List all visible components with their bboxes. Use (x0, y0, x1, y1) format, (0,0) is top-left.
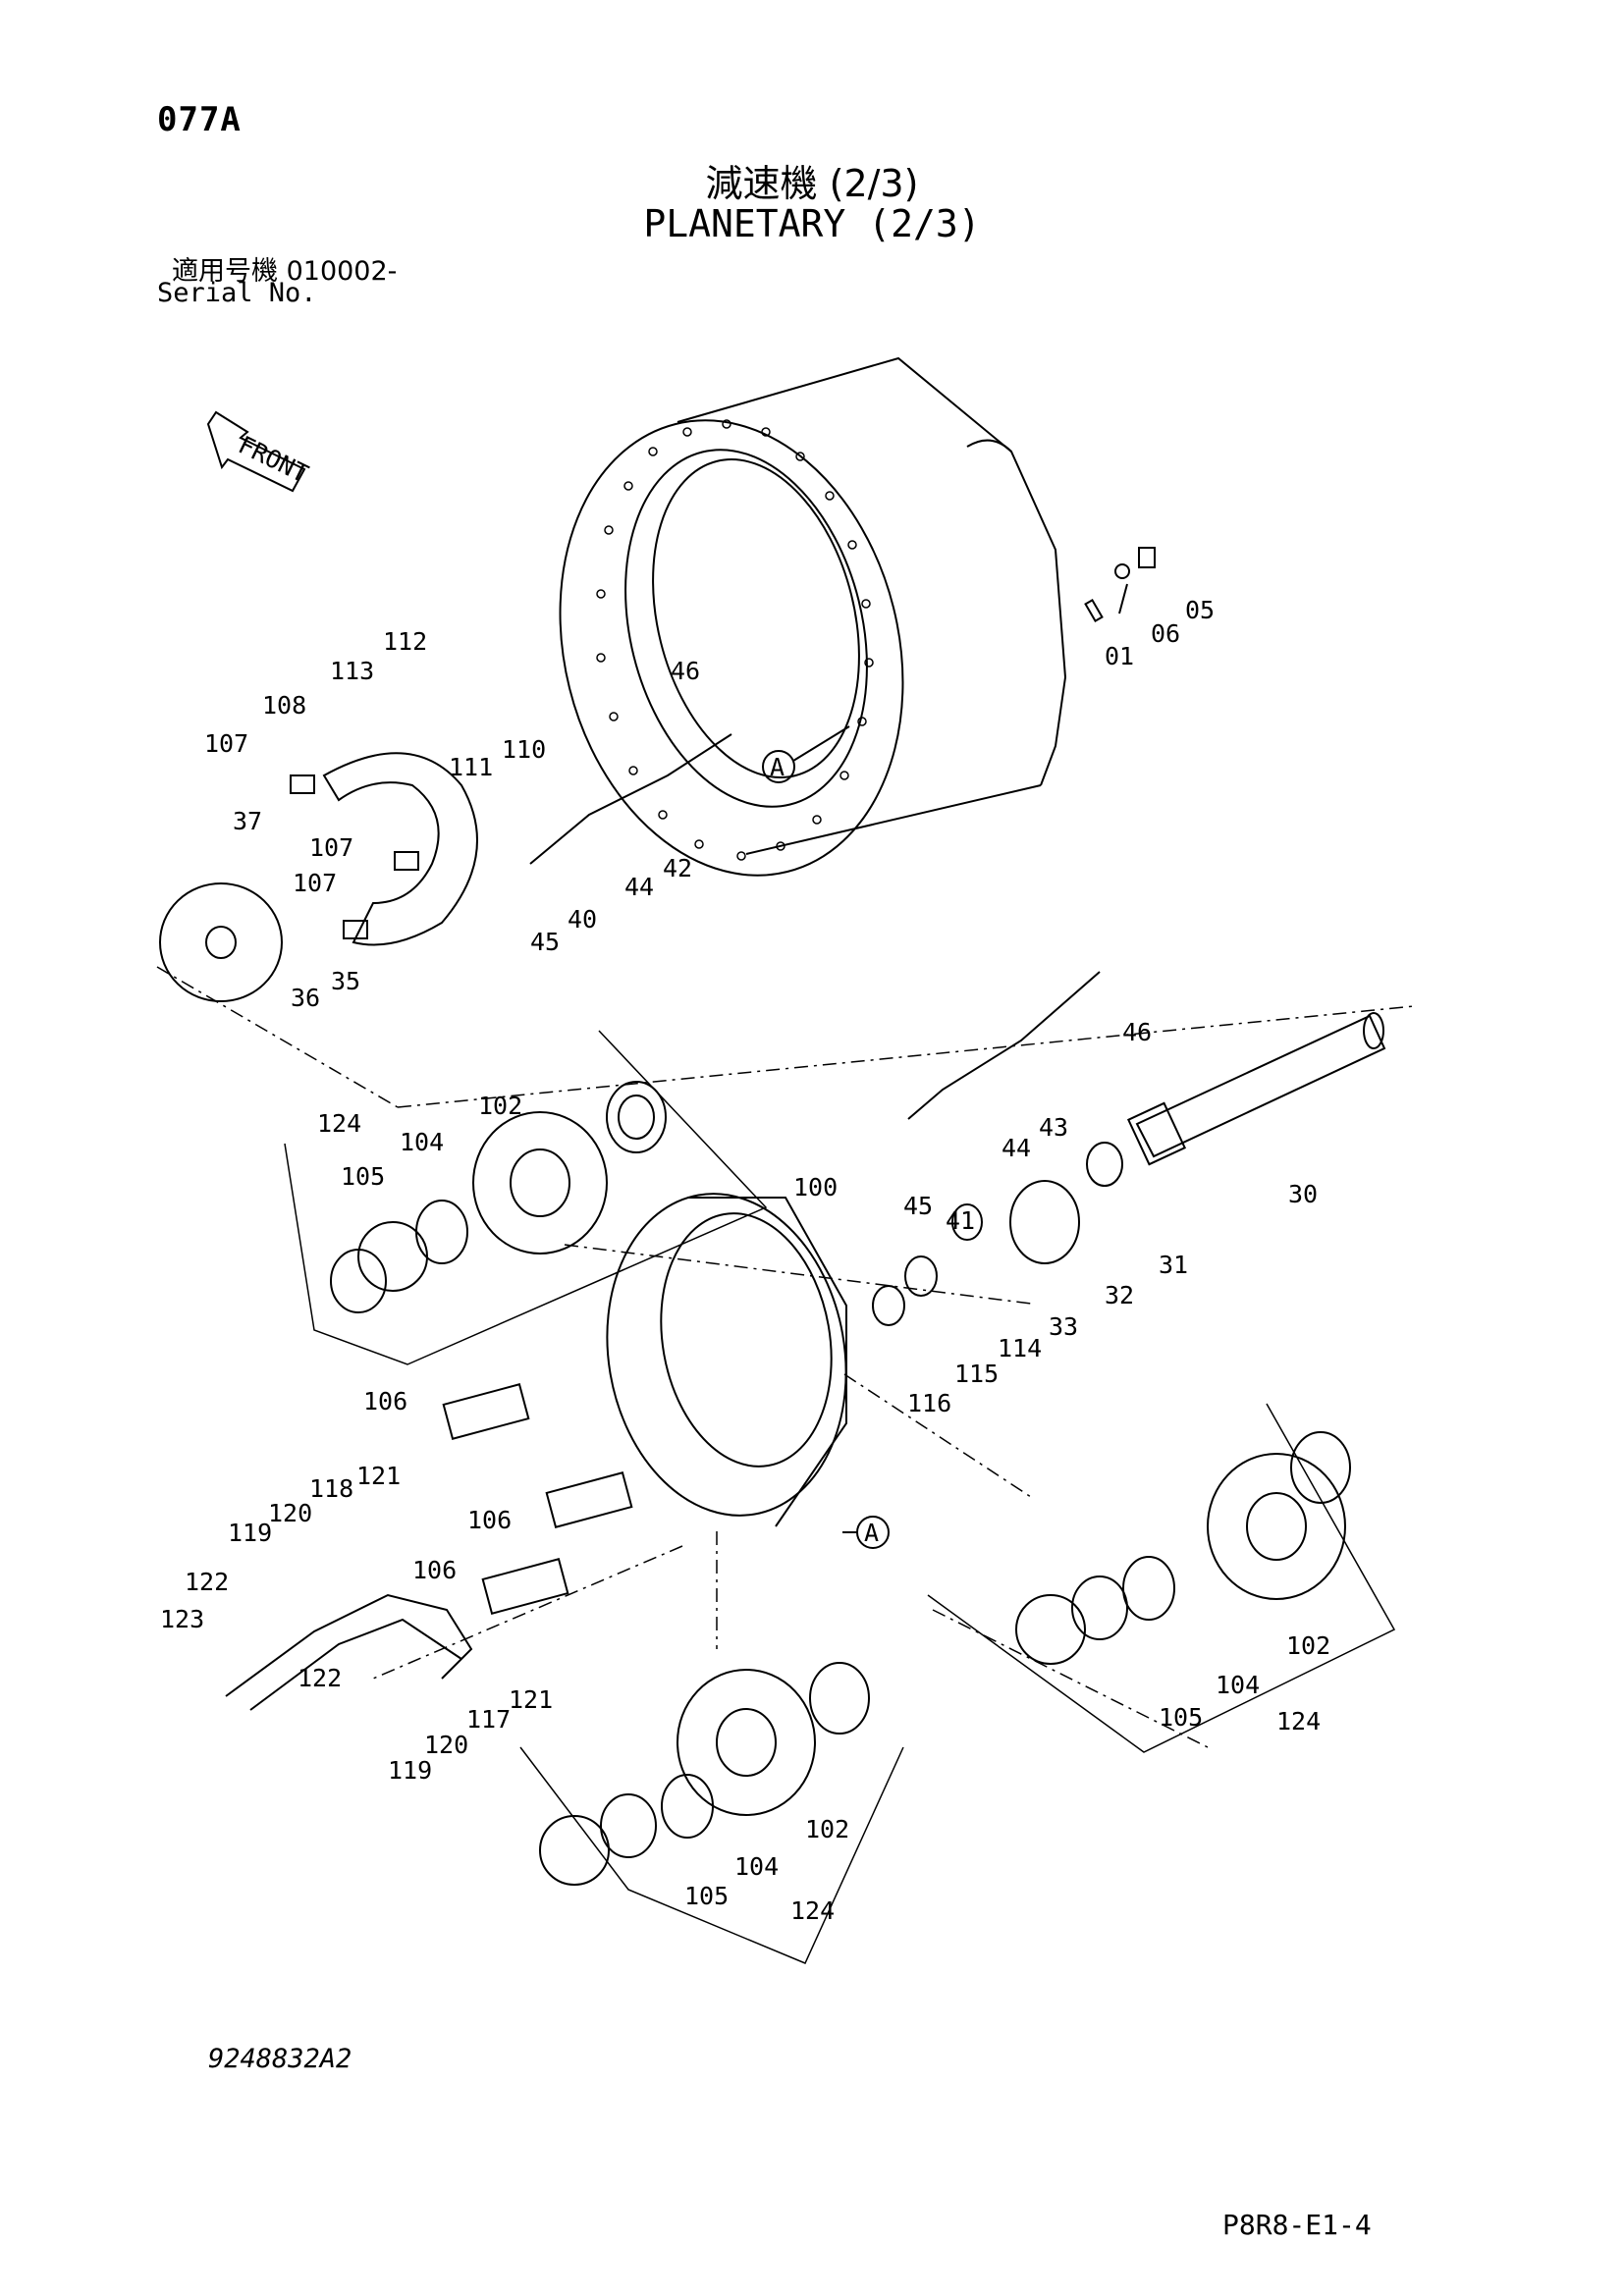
bearing-stack (872, 1142, 1123, 1326)
callout-102-lower: 102 (805, 1815, 849, 1843)
callout-113: 113 (330, 657, 374, 685)
callout-06: 06 (1151, 619, 1180, 648)
callout-106-top: 106 (363, 1387, 407, 1415)
serial-label: Serial No. (157, 278, 317, 308)
callout-112: 112 (383, 627, 427, 656)
page-title-japanese: 減速機 (2/3) (705, 162, 919, 205)
callout-119-top: 119 (228, 1519, 272, 1547)
callout-117: 117 (466, 1705, 511, 1734)
pins-106 (442, 1383, 633, 1615)
page-title: PLANETARY (2/3) (643, 202, 981, 245)
callout-120-bottom: 120 (424, 1731, 468, 1759)
callout-45-upper: 45 (530, 928, 560, 956)
bolt-05 (1084, 547, 1156, 623)
callout-107-bottom: 107 (293, 869, 337, 897)
callout-01: 01 (1105, 642, 1134, 670)
callout-107-top: 107 (204, 729, 248, 758)
callout-36: 36 (291, 984, 320, 1012)
callout-105-lower: 105 (684, 1882, 729, 1910)
callout-114: 114 (998, 1334, 1042, 1362)
callout-121-bottom: 121 (509, 1685, 553, 1714)
svg-text:A: A (770, 753, 785, 781)
carrier-100 (606, 1193, 847, 1527)
callout-102-right: 102 (1286, 1631, 1330, 1660)
callout-124-lower: 124 (790, 1896, 835, 1925)
callout-45-lower: 45 (903, 1192, 933, 1220)
callout-124-upper: 124 (317, 1109, 361, 1138)
callout-44-lower: 44 (1001, 1134, 1031, 1162)
callout-42: 42 (663, 854, 692, 882)
assembly-lines (156, 966, 1415, 1748)
callout-35: 35 (331, 967, 360, 995)
callout-107-middle: 107 (309, 833, 353, 862)
callout-46-upper: 46 (671, 657, 700, 685)
callout-40: 40 (568, 905, 597, 934)
reference-marker-a-bottom: A (842, 1516, 890, 1549)
callout-123: 123 (160, 1605, 204, 1633)
callout-37: 37 (233, 807, 262, 835)
callout-106-middle: 106 (467, 1506, 512, 1534)
callout-104-upper: 104 (400, 1128, 444, 1156)
serial-label-japanese: 適用号機 010002- (172, 256, 398, 287)
callout-122-bottom: 122 (298, 1664, 342, 1692)
callout-labels: 01 05 06 30 31 32 33 35 36 37 40 41 42 4… (160, 596, 1330, 1925)
callout-44-upper: 44 (624, 873, 654, 901)
callout-104-right: 104 (1216, 1671, 1260, 1699)
reference-marker-a-top: A (762, 725, 850, 783)
group-bracket-124 (284, 1030, 1396, 1964)
callout-111: 111 (449, 753, 493, 781)
callout-108: 108 (262, 691, 306, 720)
callout-46-lower: 46 (1122, 1018, 1152, 1046)
callout-110: 110 (502, 735, 546, 764)
front-arrow-icon: FRONT (206, 410, 313, 493)
callout-05: 05 (1185, 596, 1215, 624)
callout-106-bottom: 106 (412, 1556, 457, 1584)
callout-102-upper: 102 (478, 1092, 522, 1120)
gear-assembly-upper (330, 1081, 667, 1313)
gear-assembly-lower (539, 1662, 870, 1886)
callout-119-bottom: 119 (388, 1756, 432, 1785)
sheet-code: P8R8-E1-4 (1222, 2209, 1372, 2241)
callout-33: 33 (1049, 1312, 1078, 1341)
disc-37 (159, 882, 283, 1002)
drive-shaft-30 (1126, 1012, 1386, 1166)
callout-105-right: 105 (1159, 1703, 1203, 1732)
gear-assembly-right (1015, 1431, 1351, 1665)
callout-43: 43 (1039, 1113, 1068, 1142)
callout-31: 31 (1159, 1251, 1188, 1279)
drawing-number: 9248832A2 (208, 2044, 352, 2074)
svg-text:A: A (864, 1519, 879, 1547)
callout-118: 118 (309, 1474, 353, 1503)
callout-124-right: 124 (1276, 1707, 1321, 1735)
page-code: 077A (157, 100, 242, 139)
pipe-46-upper (529, 733, 1101, 1120)
drum-housing (559, 356, 1067, 877)
callout-104-lower: 104 (734, 1852, 779, 1881)
callout-120-top: 120 (268, 1499, 312, 1527)
callout-32: 32 (1105, 1281, 1134, 1309)
callout-122-top: 122 (185, 1568, 229, 1596)
lube-pipes-lower (225, 1593, 473, 1711)
callout-116: 116 (907, 1389, 951, 1417)
callout-105-upper: 105 (341, 1162, 385, 1191)
callout-100: 100 (793, 1173, 838, 1201)
callout-41: 41 (946, 1206, 975, 1235)
callout-121-top: 121 (356, 1462, 401, 1490)
brake-plate-108 (290, 752, 478, 946)
callout-30: 30 (1288, 1180, 1318, 1208)
callout-115: 115 (954, 1360, 999, 1388)
